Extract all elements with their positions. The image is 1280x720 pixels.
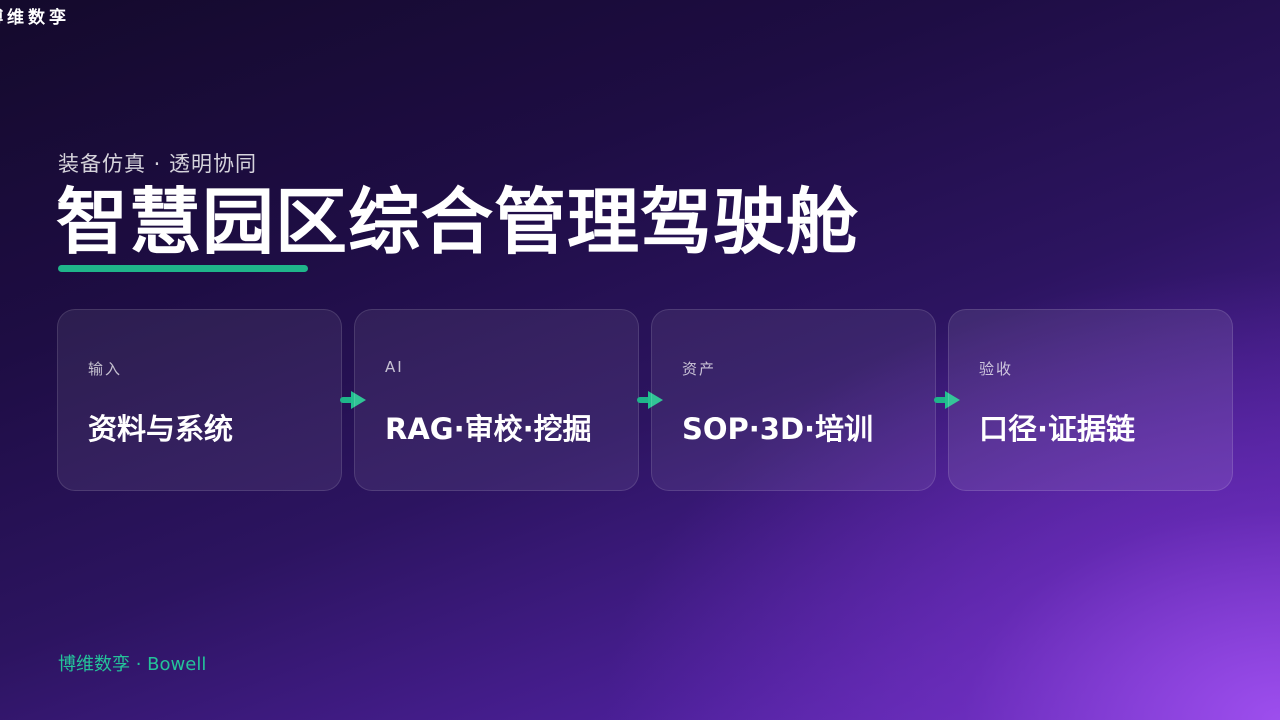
title-underline-accent [58, 265, 308, 272]
flow-card-assets: 资产 SOP·3D·培训 [651, 309, 936, 491]
card-value: 资料与系统 [88, 412, 234, 446]
flow-card-input: 输入 资料与系统 [57, 309, 342, 491]
page-title: 智慧园区综合管理驾驶舱 [56, 180, 860, 264]
arrow-right-icon [637, 391, 663, 409]
card-value: SOP·3D·培训 [682, 412, 874, 446]
flow-steps: 输入 资料与系统 AI RAG·审校·挖掘 资产 SOP·3D·培训 验收 口径… [57, 309, 1235, 492]
flow-card-acceptance: 验收 口径·证据链 [948, 309, 1233, 491]
card-value: RAG·审校·挖掘 [385, 412, 592, 446]
card-label: 验收 [979, 360, 1014, 378]
card-label: 输入 [88, 360, 123, 378]
footer-brand: 博维数孪 · Bowell [58, 654, 207, 675]
hero-subtitle: 装备仿真 · 透明协同 [58, 152, 258, 176]
flow-card-ai: AI RAG·审校·挖掘 [354, 309, 639, 491]
arrow-right-icon [934, 391, 960, 409]
card-label: AI [385, 358, 404, 376]
brand-logo: 博维数孪 [0, 8, 70, 28]
card-value: 口径·证据链 [979, 412, 1136, 446]
arrow-right-icon [340, 391, 366, 409]
card-label: 资产 [682, 360, 717, 378]
